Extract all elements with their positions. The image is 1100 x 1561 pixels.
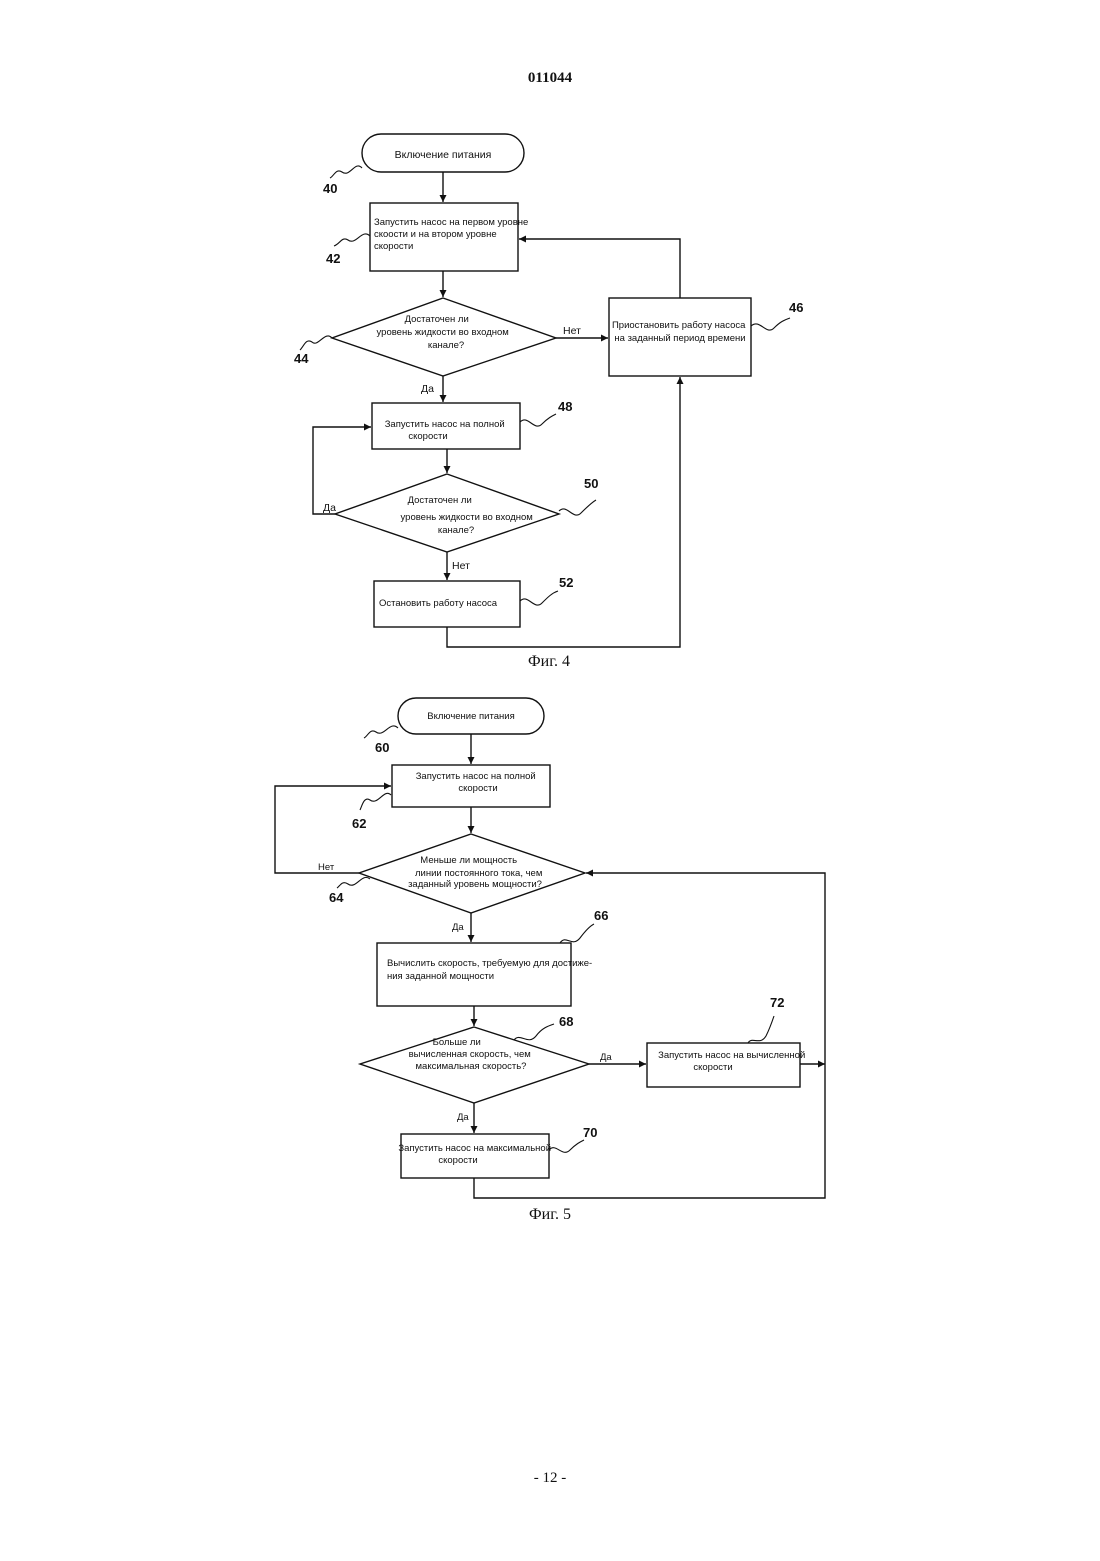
node-40-line-1: Включение питания — [395, 149, 492, 161]
connector-50-48-yes-loop — [313, 427, 371, 514]
leader-42 — [334, 234, 370, 246]
node-68-line-2: вычисленная скорость, чем — [409, 1049, 531, 1060]
figure-5: 60 62 64 66 68 72 70 Включение питания З… — [275, 698, 825, 1223]
leader-64 — [337, 877, 370, 888]
node-50-line-1: Достаточен ли — [408, 495, 472, 506]
leader-66 — [560, 924, 594, 943]
node-62-line-2: скорости — [458, 783, 497, 794]
branch-68-yes-down: Да — [457, 1112, 469, 1123]
ref-46: 46 — [789, 300, 803, 315]
leader-72 — [748, 1016, 774, 1043]
ref-60: 60 — [375, 740, 389, 755]
ref-62: 62 — [352, 816, 366, 831]
ref-42: 42 — [326, 251, 340, 266]
ref-66: 66 — [594, 908, 608, 923]
node-46-line-1: Приостановить работу насоса — [612, 320, 746, 331]
node-60-text: Включение питания — [427, 711, 514, 722]
leader-62 — [360, 793, 391, 810]
branch-50-no: Нет — [452, 560, 470, 572]
node-48-line-1: Запустить насос на полной — [385, 419, 505, 430]
ref-50: 50 — [584, 476, 598, 491]
node-64-line-1: Меньше ли мощность — [420, 855, 517, 866]
node-44-line-2: уровень жидкости во входном — [377, 327, 509, 338]
ref-68: 68 — [559, 1014, 573, 1029]
leader-52 — [520, 591, 558, 605]
leader-46 — [751, 318, 790, 330]
branch-50-yes: Да — [323, 502, 336, 514]
node-50-line-3: канале? — [438, 525, 474, 536]
figure-4-caption: Фиг. 4 — [528, 653, 570, 670]
node-68-line-3: максимальная скорость? — [416, 1061, 527, 1072]
node-68-line-1: Больше ли — [433, 1037, 481, 1048]
node-42-line-2: скоости и на втором уровне — [374, 229, 497, 240]
node-62-line-1: Запустить насос на полной — [416, 771, 536, 782]
node-50-line-2: уровень жидкости во входном — [401, 512, 533, 523]
leader-70 — [549, 1140, 584, 1152]
node-48-line-2: скорости — [408, 431, 447, 442]
node-44-line-1: Достаточен ли — [405, 314, 469, 325]
node-70-line-1: Запустить насос на максимальной — [398, 1143, 551, 1154]
figure-5-caption: Фиг. 5 — [529, 1206, 571, 1223]
ref-44: 44 — [294, 351, 309, 366]
node-66-line-2: ния заданной мощности — [387, 971, 494, 982]
ref-70: 70 — [583, 1125, 597, 1140]
node-66-line-1: Вычислить скорость, требуемую для достиж… — [387, 958, 592, 969]
branch-44-no: Нет — [563, 325, 581, 337]
branch-68-yes-right: Да — [600, 1052, 612, 1063]
node-72-line-2: скорости — [693, 1062, 732, 1073]
ref-52: 52 — [559, 575, 573, 590]
branch-44-yes: Да — [421, 383, 434, 395]
ref-48: 48 — [558, 399, 572, 414]
connector-46-42-loop — [519, 239, 680, 298]
node-64-line-2: линии постоянного тока, чем — [415, 868, 542, 879]
page-number: - 12 - — [534, 1470, 567, 1486]
leader-44 — [300, 336, 332, 350]
node-60-line-1: Включение питания — [427, 711, 514, 722]
node-70-line-2: скорости — [438, 1155, 477, 1166]
leader-50 — [559, 500, 596, 515]
node-40-text: Включение питания — [395, 149, 492, 161]
branch-64-yes: Да — [452, 922, 464, 933]
node-52-line-1: Остановить работу насоса — [379, 598, 498, 609]
node-42-line-3: скорости — [374, 241, 413, 252]
ref-40: 40 — [323, 181, 337, 196]
node-44-line-3: канале? — [428, 340, 464, 351]
node-72-line-1: Запустить насос на вычисленной — [658, 1050, 805, 1061]
node-46-line-2: на заданный период времени — [614, 333, 745, 344]
branch-64-no: Нет — [318, 862, 335, 873]
node-52-text: Остановить работу насоса — [379, 598, 498, 609]
document-number: 011044 — [528, 70, 573, 86]
ref-72: 72 — [770, 995, 784, 1010]
ref-64: 64 — [329, 890, 344, 905]
leader-40 — [330, 166, 362, 178]
leader-60 — [364, 726, 398, 738]
leader-68 — [514, 1024, 554, 1040]
connector-64-62-no-loop — [275, 786, 391, 873]
figure-4: 40 42 44 46 48 50 52 Включение питания З… — [294, 134, 803, 670]
node-42-line-1: Запустить насос на первом уровне — [374, 217, 528, 228]
leader-48 — [520, 414, 556, 426]
node-64-line-3: заданный уровень мощности? — [408, 879, 542, 890]
